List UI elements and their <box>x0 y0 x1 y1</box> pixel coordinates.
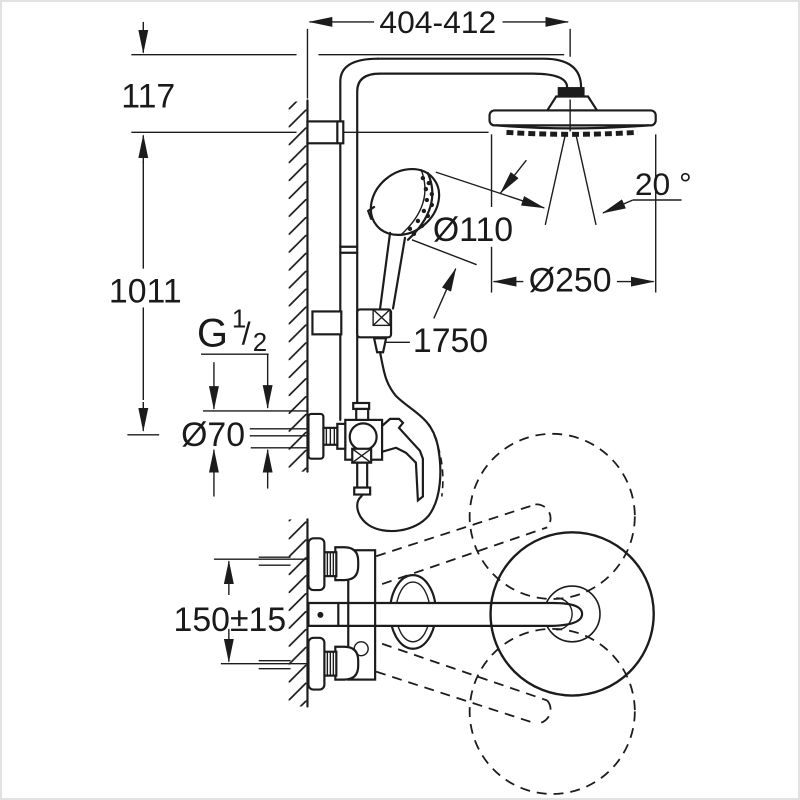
dim-height-total: 1011 <box>109 272 182 310</box>
thread-g: G <box>197 311 228 355</box>
dim-head-offset: 117 <box>121 77 175 115</box>
dim-head-dia: Ø250 <box>529 262 612 300</box>
thread-slash: / <box>242 315 251 351</box>
dim-hose-length: 1750 <box>413 322 488 360</box>
thread-numerator: 1 <box>232 305 246 333</box>
dimension-lines <box>127 16 682 670</box>
hand-shower <box>366 167 441 310</box>
head-circle-solid <box>489 531 655 697</box>
dim-inlet-distance: 150±15 <box>174 601 287 639</box>
swivel-arm-dashed-positions <box>375 432 636 795</box>
mixer-lever <box>380 417 424 503</box>
spray-nozzles <box>407 175 435 237</box>
dim-spray-angle: 20 ° <box>635 166 692 202</box>
wall-lower <box>288 518 309 708</box>
wall-bracket <box>306 120 345 145</box>
rail-slider <box>311 308 393 354</box>
shower-hose <box>356 351 442 533</box>
dim-hand-shower-dia: Ø110 <box>433 211 513 249</box>
dimension-labels: 404-412 117 1011 20 ° Ø110 Ø250 1750 G 1… <box>109 4 692 639</box>
dim-connection-dia: Ø70 <box>181 416 245 454</box>
escutcheon-top <box>307 537 326 592</box>
top-view <box>307 432 655 795</box>
head-circle-dashed-down <box>468 627 636 795</box>
shower-arm <box>377 57 583 89</box>
head-circle-dashed-up <box>468 432 636 600</box>
thread-denominator: 2 <box>253 329 267 357</box>
dim-width-range: 404-412 <box>379 4 496 40</box>
head-shower <box>488 87 657 226</box>
dim-thread: G 1 / 2 <box>197 305 267 357</box>
wall-upper <box>288 99 309 473</box>
escutcheon-bottom <box>307 636 326 691</box>
shower-rail <box>339 57 382 421</box>
mixer-valve <box>307 401 444 503</box>
swivel-arm <box>307 601 584 627</box>
